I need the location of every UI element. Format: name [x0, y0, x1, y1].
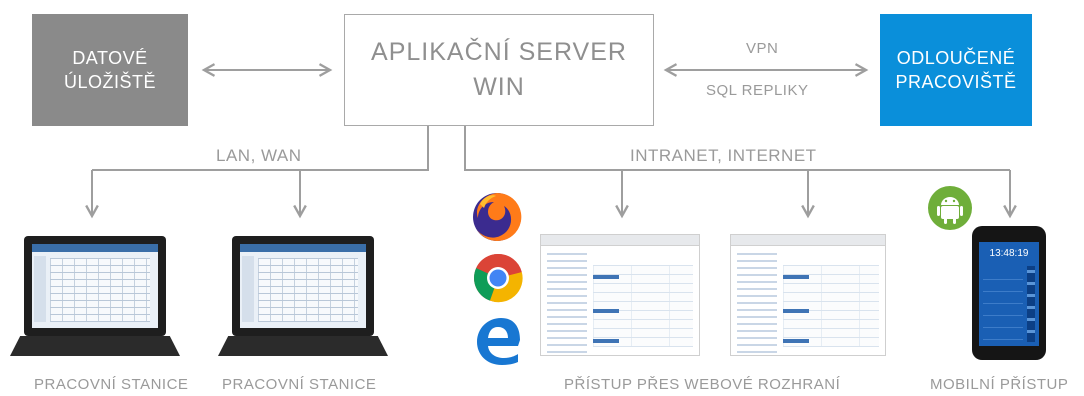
laptop-screen-side [242, 256, 254, 322]
laptop-base [10, 336, 180, 356]
chrome-icon [474, 253, 523, 303]
laptop-station1 [10, 236, 180, 356]
laptop-screen [240, 244, 366, 328]
laptop-screen-bar [240, 244, 366, 252]
android-robot-glyph [937, 197, 963, 224]
caption-station1: PRACOVNÍ STANICE [34, 376, 189, 393]
server-box: APLIKAČNÍ SERVER WIN [344, 14, 654, 126]
phone-screen: 13:48:19 [979, 242, 1039, 346]
remote-line1: ODLOUČENÉ [896, 48, 1016, 68]
server-line1: APLIKAČNÍ SERVER [371, 38, 627, 66]
web-highlight [593, 275, 619, 279]
storage-line2: ÚLOŽIŠTĚ [63, 72, 156, 92]
storage-box: DATOVÉ ÚLOŽIŠTĚ [32, 14, 188, 126]
laptop-screen-table [258, 258, 358, 322]
web-nav-list [737, 253, 777, 353]
android-icon [928, 186, 972, 230]
lan-label: LAN, WAN [216, 146, 302, 165]
caption-web: PŘÍSTUP PŘES WEBOVÉ ROZHRANÍ [564, 376, 841, 393]
sql-label: SQL REPLIKY [706, 82, 809, 99]
remote-box: ODLOUČENÉ PRACOVIŠTĚ [880, 14, 1032, 126]
firefox-icon [473, 192, 522, 241]
caption-station2: PRACOVNÍ STANICE [222, 376, 377, 393]
web-nav-list [547, 253, 587, 353]
remote-line2: PRACOVIŠTĚ [895, 72, 1017, 92]
intranet-connector [464, 126, 1010, 171]
mobile-phone: 13:48:19 [972, 226, 1046, 360]
web-highlight [783, 339, 809, 343]
laptop-screen-table [50, 258, 150, 322]
caption-mobile: MOBILNÍ PŘÍSTUP [930, 376, 1069, 393]
web-highlight [783, 309, 809, 313]
lan-connector [92, 126, 429, 171]
server-line2: WIN [473, 73, 525, 101]
browser-toolbar [541, 235, 699, 246]
laptop-lid [232, 236, 374, 336]
web-highlight [593, 339, 619, 343]
laptop-screen-bar [32, 244, 158, 252]
laptop-base [218, 336, 388, 356]
phone-time: 13:48:19 [989, 248, 1029, 259]
web-highlight [593, 309, 619, 313]
laptop-station2 [218, 236, 388, 356]
laptop-screen-side [34, 256, 46, 322]
web-screenshot-2 [730, 234, 886, 356]
edge-icon [477, 318, 520, 365]
browser-toolbar [731, 235, 885, 246]
phone-side-buttons [1027, 266, 1035, 342]
storage-line1: DATOVÉ [72, 48, 148, 68]
web-screenshot-1 [540, 234, 700, 356]
web-highlight [783, 275, 809, 279]
intranet-label: INTRANET, INTERNET [630, 146, 817, 165]
laptop-screen [32, 244, 158, 328]
vpn-label: VPN [746, 40, 779, 57]
phone-menu-list [983, 268, 1023, 340]
laptop-lid [24, 236, 166, 336]
